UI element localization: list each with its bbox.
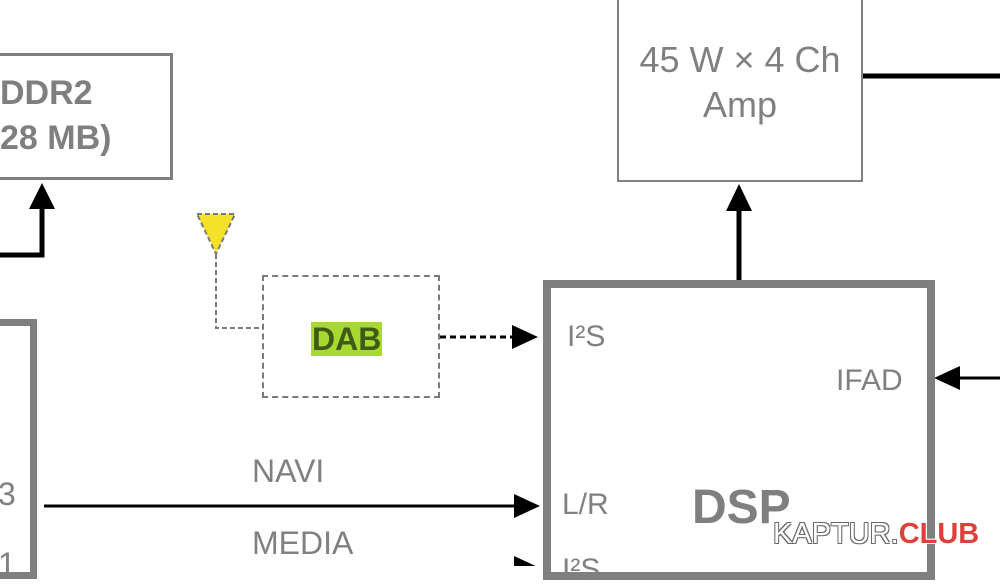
ddr2-memory-block <box>0 53 173 180</box>
amp-label-line1: 45 W × 4 Ch <box>639 39 841 80</box>
dsp-port-ifad: IFAD <box>836 364 903 397</box>
watermark-club-text: CLUB <box>898 518 980 550</box>
ifad-arrowhead <box>934 366 960 390</box>
watermark-logo: KAPTUR.CLUB <box>773 520 979 549</box>
connection-lines <box>0 73 1000 566</box>
antenna-feed-line <box>215 254 262 329</box>
dab-to-dsp-arrowhead <box>512 325 538 349</box>
dsp-title: DSP <box>692 481 791 534</box>
dsp-port-lr: L/R <box>562 488 609 521</box>
antenna-icon <box>195 213 237 257</box>
left-block-pin-bottom: 1 <box>0 546 16 582</box>
ddr-arrowhead <box>29 183 55 209</box>
dsp-to-amp-arrowhead <box>726 184 752 211</box>
ddr2-label-line1: DDR2 <box>0 74 93 112</box>
ddr2-label-line2: 28 MB) <box>0 119 112 157</box>
watermark-text: KAPTUR. <box>773 518 899 550</box>
dsp-port-i2s-top: I²S <box>567 320 606 353</box>
dsp-port-i2s-bottom: I²S <box>562 553 601 586</box>
left-source-block <box>0 319 37 579</box>
navi-signal-label: NAVI <box>252 453 325 489</box>
amplifier-block <box>617 0 863 182</box>
navi-arrowhead <box>514 494 540 518</box>
left-block-pin-top: 3 <box>0 476 16 512</box>
amp-label-line2: Amp <box>702 84 778 125</box>
media-arrowhead <box>514 556 536 566</box>
ddr-connector-line <box>0 208 45 258</box>
media-signal-label: MEDIA <box>252 525 354 561</box>
dab-tuner-block <box>262 275 440 398</box>
dab-label: DAB <box>311 321 383 357</box>
